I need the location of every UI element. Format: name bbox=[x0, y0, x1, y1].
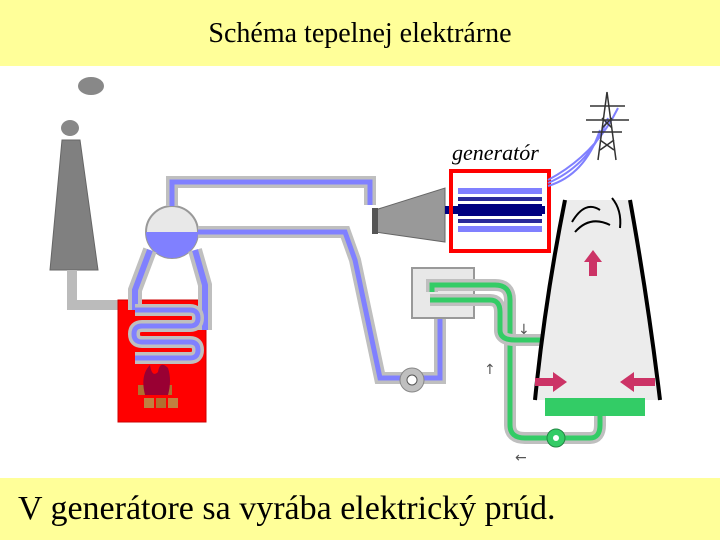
pylon bbox=[586, 91, 629, 161]
power-plant-diagram: ↓ ↑ ← bbox=[49, 77, 662, 466]
slide-title: Schéma tepelnej elektrárne bbox=[208, 18, 512, 49]
generator-highlight bbox=[449, 169, 551, 253]
cooling-tower bbox=[535, 200, 660, 400]
air-arrow-left-in bbox=[535, 372, 567, 392]
chimney bbox=[49, 139, 99, 271]
caption-bar: V generátore sa vyrába elektrický prúd. bbox=[0, 478, 720, 540]
condenser bbox=[411, 267, 475, 319]
generator-shaft bbox=[445, 206, 545, 214]
flow-arrow-down: ↓ bbox=[518, 322, 530, 338]
flow-arrow-up: ↑ bbox=[484, 362, 496, 378]
air-arrow-right-in bbox=[620, 372, 655, 392]
air-arrow-up bbox=[584, 250, 602, 276]
tower-plume bbox=[571, 197, 622, 233]
title-bar: Schéma tepelnej elektrárne bbox=[0, 0, 720, 66]
smoke-puff-large bbox=[78, 77, 104, 95]
smoke-puff-small bbox=[61, 120, 79, 136]
flue-pipe bbox=[67, 270, 122, 310]
steam-line bbox=[166, 176, 376, 206]
flow-arrow-left: ← bbox=[515, 450, 527, 466]
generator-label: generatór bbox=[452, 140, 539, 165]
feedwater-line bbox=[198, 226, 446, 384]
power-lines bbox=[547, 107, 619, 187]
steam-drum-water bbox=[146, 232, 198, 258]
cooling-basin bbox=[545, 398, 645, 416]
slide-caption: V generátore sa vyrába elektrický prúd. bbox=[18, 490, 556, 527]
turbine bbox=[374, 187, 446, 243]
flame bbox=[143, 364, 170, 395]
